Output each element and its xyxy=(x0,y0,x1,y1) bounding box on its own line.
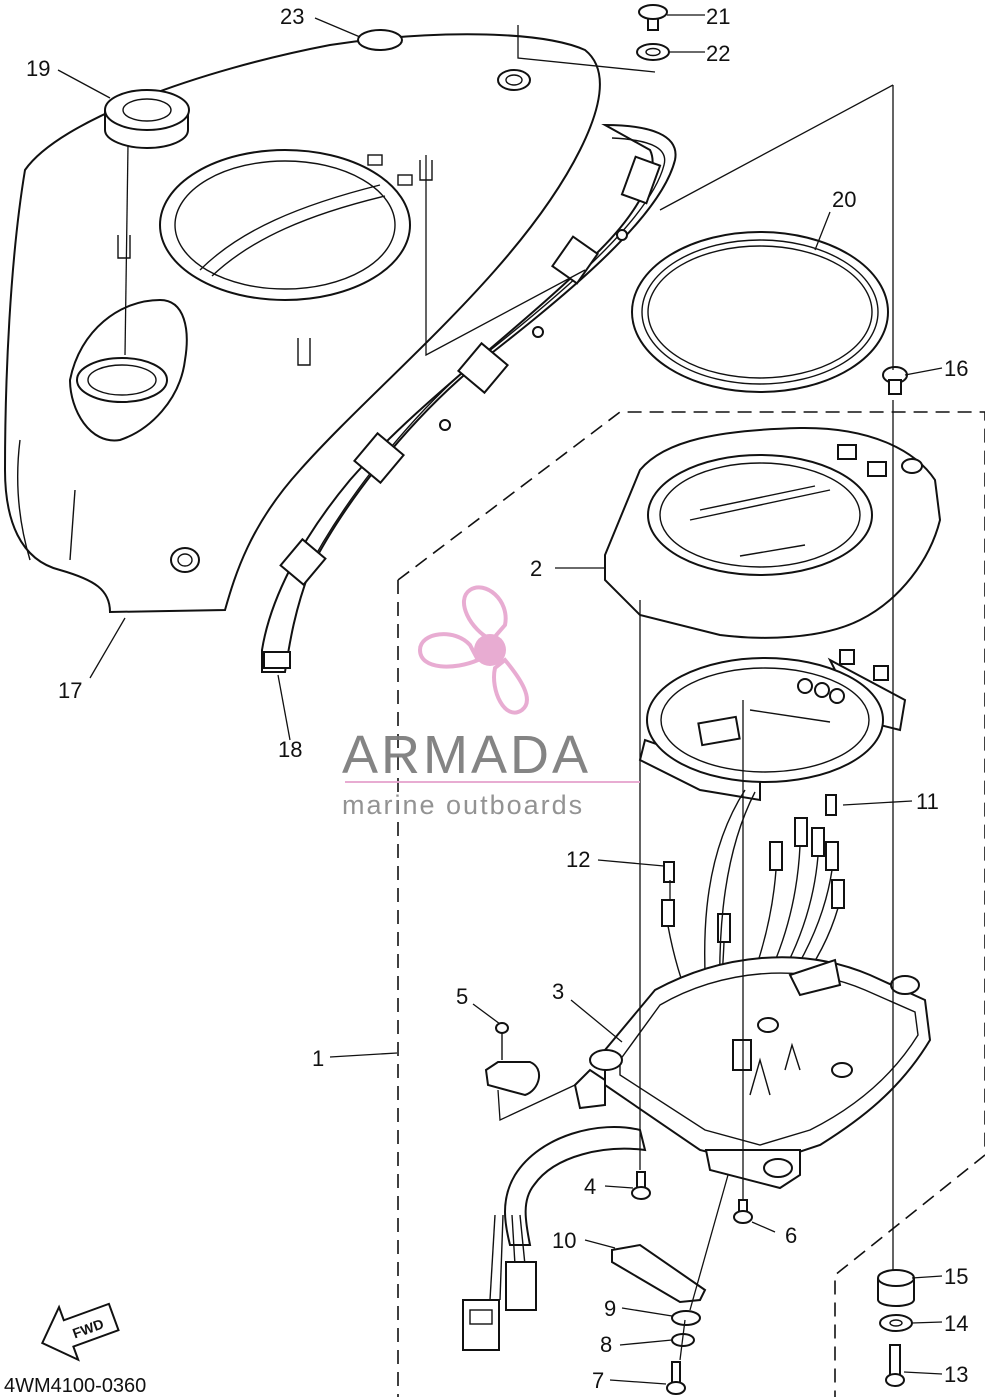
screw-top xyxy=(636,4,670,61)
callout-6: 6 xyxy=(785,1223,797,1248)
watermark-logo: ARMADA marine outboards xyxy=(342,585,640,820)
callout-4: 4 xyxy=(584,1174,596,1199)
meter-cover xyxy=(3,33,601,614)
brand-name: ARMADA xyxy=(342,725,591,785)
wire-harness xyxy=(462,1126,647,1351)
seal-strip xyxy=(261,123,677,673)
grommet xyxy=(104,89,190,150)
callout-22: 22 xyxy=(706,41,730,66)
callout-10: 10 xyxy=(552,1228,576,1253)
callout-2: 2 xyxy=(530,556,542,581)
callout-3: 3 xyxy=(552,979,564,1004)
clamp xyxy=(484,1022,540,1097)
callout-21: 21 xyxy=(706,4,730,29)
meter-case-bottom xyxy=(573,956,932,1190)
callout-labels: 23 19 21 22 20 16 2 17 18 11 12 5 3 1 4 … xyxy=(26,4,968,1393)
callout-5: 5 xyxy=(456,984,468,1009)
callout-9: 9 xyxy=(604,1296,616,1321)
meter-case-top xyxy=(604,426,942,639)
callout-7: 7 xyxy=(592,1368,604,1393)
brand-tagline: marine outboards xyxy=(342,790,584,820)
fwd-arrow: FWD xyxy=(40,1302,120,1362)
callout-1: 1 xyxy=(312,1046,324,1071)
callout-15: 15 xyxy=(944,1264,968,1289)
callout-19: 19 xyxy=(26,56,50,81)
callout-23: 23 xyxy=(280,4,304,29)
callout-8: 8 xyxy=(600,1332,612,1357)
fasteners xyxy=(631,366,915,1395)
assembly-boundary xyxy=(397,411,985,1397)
leader-lines xyxy=(57,14,943,1385)
callout-16: 16 xyxy=(944,356,968,381)
callout-12: 12 xyxy=(566,847,590,872)
callout-11: 11 xyxy=(916,789,939,814)
diagram-code: 4WM4100-0360 xyxy=(4,1375,146,1397)
gasket-ring xyxy=(631,231,889,393)
callout-20: 20 xyxy=(832,187,856,212)
cap xyxy=(357,29,403,51)
meter-dial-board xyxy=(638,649,907,802)
callout-14: 14 xyxy=(944,1311,968,1336)
callout-18: 18 xyxy=(278,737,302,762)
callout-17: 17 xyxy=(58,678,82,703)
gasket xyxy=(611,1243,707,1304)
callout-13: 13 xyxy=(944,1362,968,1387)
propeller-icon xyxy=(417,585,529,715)
